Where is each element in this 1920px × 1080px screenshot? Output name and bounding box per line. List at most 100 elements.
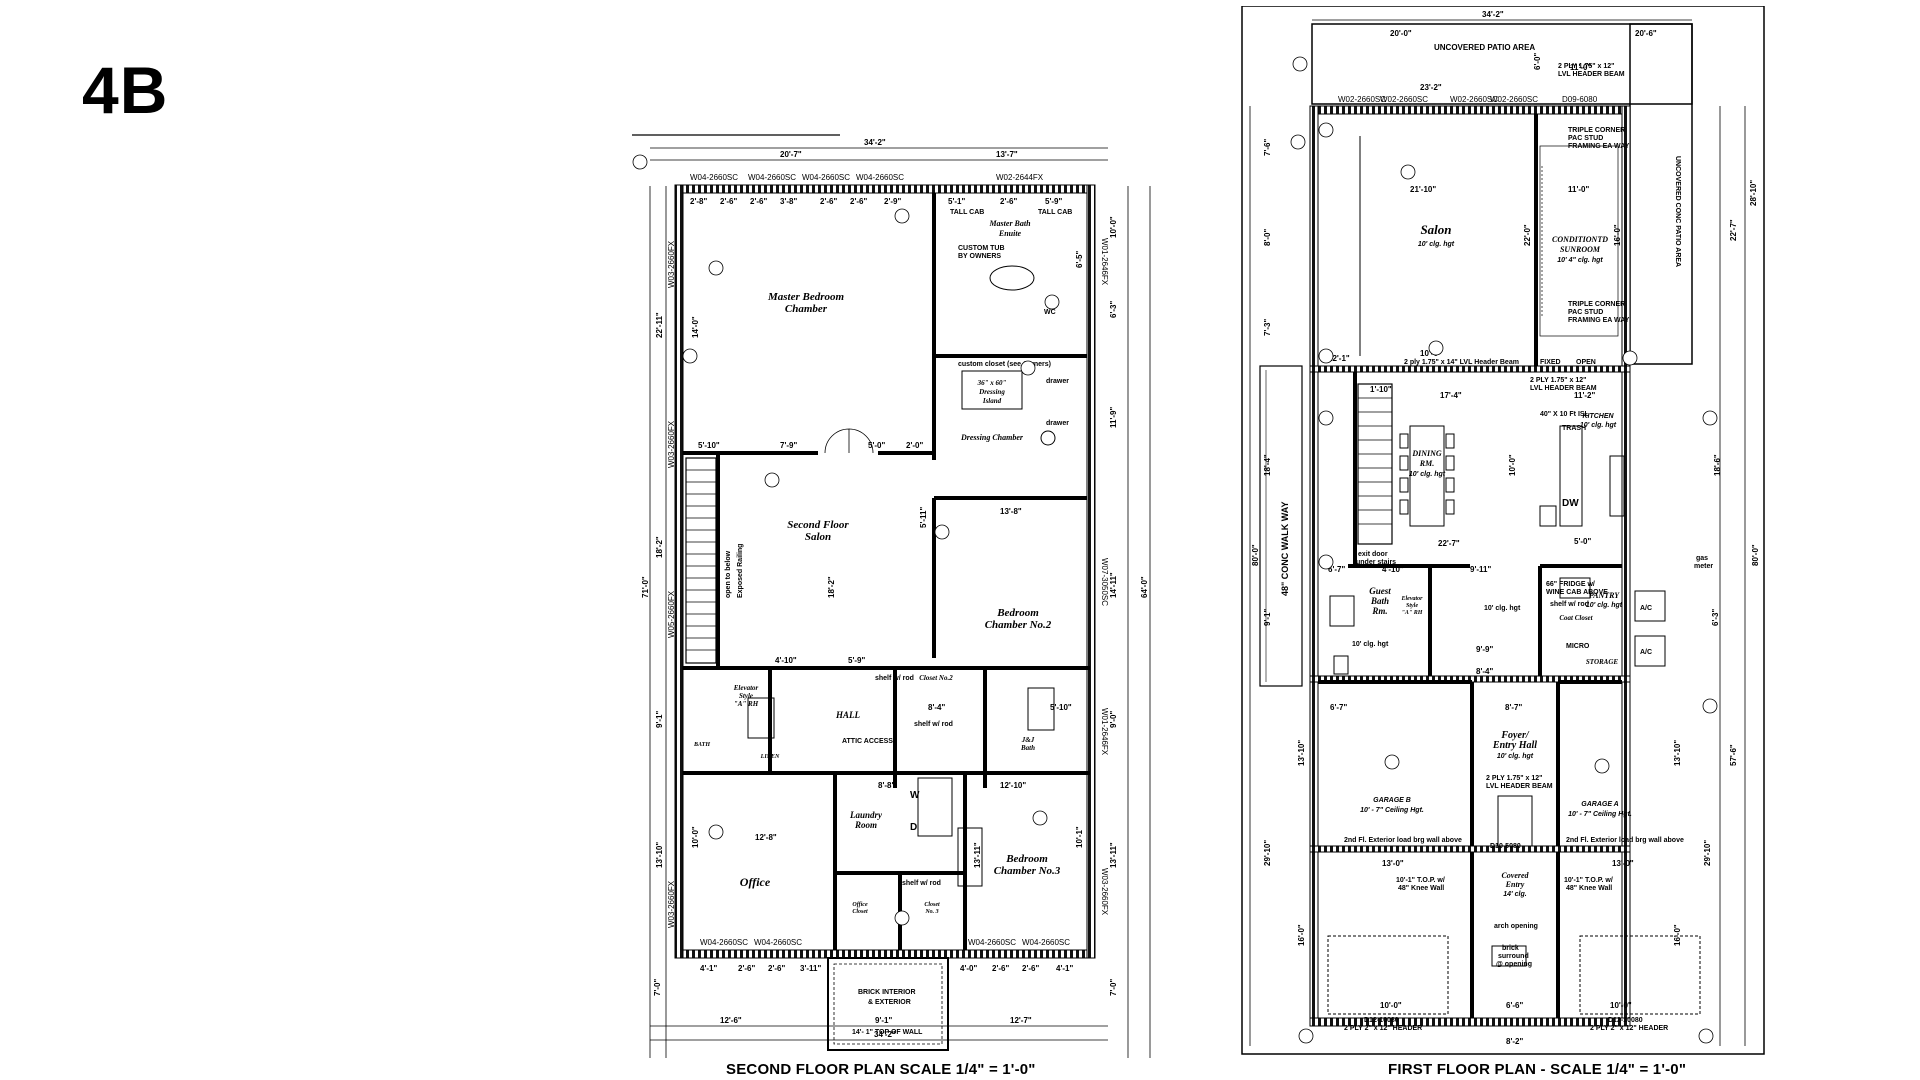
note: brick <box>1502 945 1519 952</box>
room-foyer: 10' clg. hgt <box>1497 753 1534 760</box>
fixtures <box>1327 136 1701 1015</box>
room-bedroom-3: Chamber No.3 <box>994 865 1061 877</box>
room-labels: Master Bedroom Chamber Master Bath Enuit… <box>693 219 1061 915</box>
overall-dim-labels: 34'-2" 20'-7" 13'-7" 12'-6" 9'-1" 12'-7"… <box>641 138 1149 1039</box>
note: PAC STUD <box>1568 309 1603 316</box>
note: D12-10080 <box>1608 1017 1643 1024</box>
interior-walls <box>683 193 1090 950</box>
room-closet-3: No. 3 <box>924 909 938 915</box>
note: D <box>910 822 917 833</box>
dim-label: 9'-11" <box>1470 565 1491 574</box>
dim-label: 4'-10" <box>775 656 797 665</box>
dim-label: 2'-0" <box>906 441 923 450</box>
patio-label: UNCOVERED PATIO AREA <box>1434 43 1535 52</box>
window-tag: W07-3050SC <box>1100 558 1109 606</box>
second-floor-caption: SECOND FLOOR PLAN SCALE 1/4" = 1'-0" <box>726 1061 1036 1078</box>
dim-label: 14'-0" <box>691 316 700 338</box>
dim-label: 7'-6" <box>1263 139 1272 156</box>
room-bedroom-3: Bedroom <box>1005 853 1048 865</box>
dim-label: 18'-2" <box>827 576 836 598</box>
room-bedroom-2: Chamber No.2 <box>985 619 1052 631</box>
dim-label: 80'-0" <box>1251 544 1260 566</box>
dim-label: 12'-1" <box>1328 354 1350 363</box>
note: exit door <box>1358 551 1388 558</box>
dim-label: 2'-6" <box>992 964 1009 973</box>
room-labels: Salon 10' clg. hgt CONDITIONTD SUNROOM 1… <box>1360 222 1632 898</box>
room-jj-bath: J&J <box>1021 736 1035 744</box>
overall-dim-labels: 34'-2" 20'-0" 20'-6" 80'-0" 80'-0" <box>1251 10 1760 566</box>
room-sunroom: CONDITIONTD <box>1552 235 1608 244</box>
section-markers <box>1290 56 1718 1044</box>
patio-side-label: UNCOVERED CONC PATIO AREA <box>1674 156 1681 267</box>
note: drawer <box>1046 420 1069 427</box>
dim-label: 12'-7" <box>1010 1016 1032 1025</box>
dim-label: 13'-0" <box>1612 859 1634 868</box>
dim-label: 11'-9" <box>1109 407 1118 428</box>
window-tag: D09-6080 <box>1562 95 1598 104</box>
dim-label: 18'-4" <box>1263 454 1272 476</box>
dim-label: 10'-0" <box>1508 454 1517 476</box>
dim-label: 5'-11" <box>919 507 928 528</box>
dim-label: 12'-6" <box>720 1016 742 1025</box>
note: 2 PLY 1.75" x 12" <box>1558 63 1614 70</box>
note: CUSTOM TUB <box>958 245 1005 252</box>
dim-label: 9'-9" <box>1476 645 1493 654</box>
dim-label: 6'-0" <box>1533 53 1542 70</box>
room-garage-a: 10' - 7" Ceiling Hgt. <box>1568 811 1632 818</box>
dim-label: 2'-6" <box>850 197 867 206</box>
first-floor-drawing: W02-2660SC W02-2660SC W02-2660SC W02-266… <box>1241 6 1765 1055</box>
dim-label: 10'-0" <box>691 826 700 848</box>
room-sunroom: SUNROOM <box>1560 245 1601 254</box>
note: TRIPLE CORNER <box>1568 301 1625 308</box>
window-tag: W04-2660SC <box>968 938 1016 947</box>
note: 48" Knee Wall <box>1398 885 1444 892</box>
room-kitchen: 10' clg. hgt <box>1580 422 1617 429</box>
note: surround <box>1498 953 1529 960</box>
note: 2 ply 1.75" x 14" LVL Header Beam <box>1404 359 1519 366</box>
dim-label: 34'-2" <box>1482 10 1504 19</box>
room-laundry: Laundry <box>849 810 883 820</box>
dim-label: 71'-0" <box>641 576 650 598</box>
note: Exposed Railing <box>737 544 744 598</box>
note: A/C <box>1640 649 1652 656</box>
dim-label: 5'-10" <box>698 441 720 450</box>
dim-label: 11'-0" <box>1568 185 1589 194</box>
dressing-island: Island <box>982 397 1002 405</box>
overall-dims <box>649 147 1151 1058</box>
note: 40" X 10 Ft ISL <box>1540 411 1590 418</box>
room-kitchen: KITCHEN <box>1582 413 1614 420</box>
stairs <box>1357 383 1393 545</box>
room-pantry: 10' clg. hgt <box>1586 602 1623 609</box>
note: 10' clg. hgt <box>1352 641 1389 648</box>
dim-label: 5'-0" <box>1574 537 1591 546</box>
room-bath: BATH <box>693 742 710 748</box>
second-floor-drawing: W04-2660SC W04-2660SC W04-2660SC W04-266… <box>632 134 1151 1058</box>
dim-label: 8'-0" <box>1263 229 1272 246</box>
dim-label: 13'-7" <box>996 150 1018 159</box>
room-dressing: Dressing Chamber <box>960 433 1024 442</box>
dim-label: 8'-4" <box>1476 667 1493 676</box>
dim-label: 14'-11" <box>1109 572 1118 598</box>
note: WC <box>1044 309 1056 316</box>
dim-label: 7'-0" <box>1109 979 1118 996</box>
note: BY OWNERS <box>958 253 1001 260</box>
window-tag: W04-2660SC <box>700 938 748 947</box>
note: 2nd Fl. Exterior load brg wall above <box>1344 837 1462 844</box>
section-markers <box>632 154 1060 926</box>
dim-label: 8'-8" <box>878 781 895 790</box>
note: under stairs <box>1356 559 1396 566</box>
dim-label: 9'-0" <box>1109 711 1118 728</box>
dim-label: 29'-10" <box>1703 840 1712 866</box>
dim-label: 6'-7" <box>1330 703 1347 712</box>
dim-label: 9'-1" <box>875 1016 892 1025</box>
dim-label: 16'-0" <box>1673 924 1682 946</box>
window-tag: W04-2660SC <box>690 173 738 182</box>
note: gas <box>1696 555 1708 562</box>
dim-label: 22'-7" <box>1438 539 1460 548</box>
room-office-closet: Office <box>852 902 868 908</box>
room-master-bath: Enuite <box>998 229 1022 238</box>
dim-label: 5'-9" <box>848 656 865 665</box>
room-covered-entry: Covered <box>1501 871 1529 880</box>
room-closet-2: Closet No.2 <box>919 674 953 682</box>
dim-label: 6'-5" <box>1075 251 1084 268</box>
